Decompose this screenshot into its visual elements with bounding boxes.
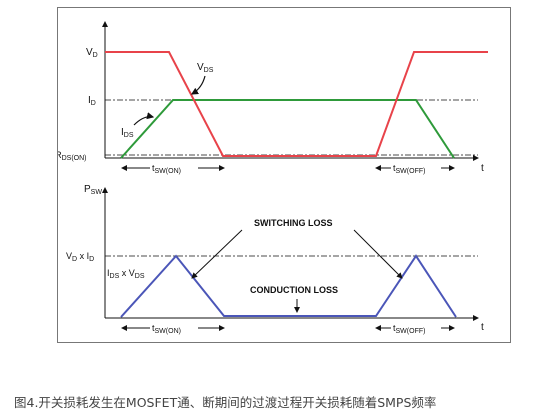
switching-power-curve [120, 254, 457, 318]
ids-label: IDS [121, 127, 134, 139]
vd-x-id-label: VD x ID [66, 251, 94, 263]
vds-voltage-curve [105, 51, 488, 157]
switching-loss-arrow-left [191, 229, 243, 279]
tsw-on-top-label: tSW(ON) [152, 163, 181, 175]
ids-x-vds-label: IDS x VDS [107, 268, 145, 280]
tsw-off-top-label: tSW(OFF) [393, 163, 425, 175]
bottom-t-label: t [481, 322, 484, 333]
switching-loss-arrow-right [353, 229, 403, 279]
vds-pointer-arrow [190, 75, 206, 95]
vds-label: VDS [197, 62, 214, 74]
id-current-curve [120, 99, 455, 159]
figure-caption: 图4.开关损耗发生在MOSFET通、断期间的过渡过程开关损耗随着SMPS频率 [14, 395, 437, 410]
top-t-label: t [481, 163, 484, 174]
ids-pointer-arrow [133, 112, 155, 126]
id-x-rds-label: ID x RDS(ON) [58, 150, 86, 162]
switching-loss-label: SWITCHING LOSS [254, 218, 333, 228]
id-label: ID [88, 95, 96, 107]
tsw-off-bottom-label: tSW(OFF) [393, 323, 425, 335]
vd-label: VD [86, 47, 98, 59]
tsw-on-bottom-label: tSW(ON) [152, 323, 181, 335]
psw-label: PSW [84, 184, 102, 196]
diagram-frame: VD VDS ID IDS ID x RDS(ON) t tSW(ON) tSW… [57, 7, 511, 343]
switching-loss-diagram: VD VDS ID IDS ID x RDS(ON) t tSW(ON) tSW… [58, 21, 488, 335]
conduction-loss-label: CONDUCTION LOSS [250, 285, 338, 295]
